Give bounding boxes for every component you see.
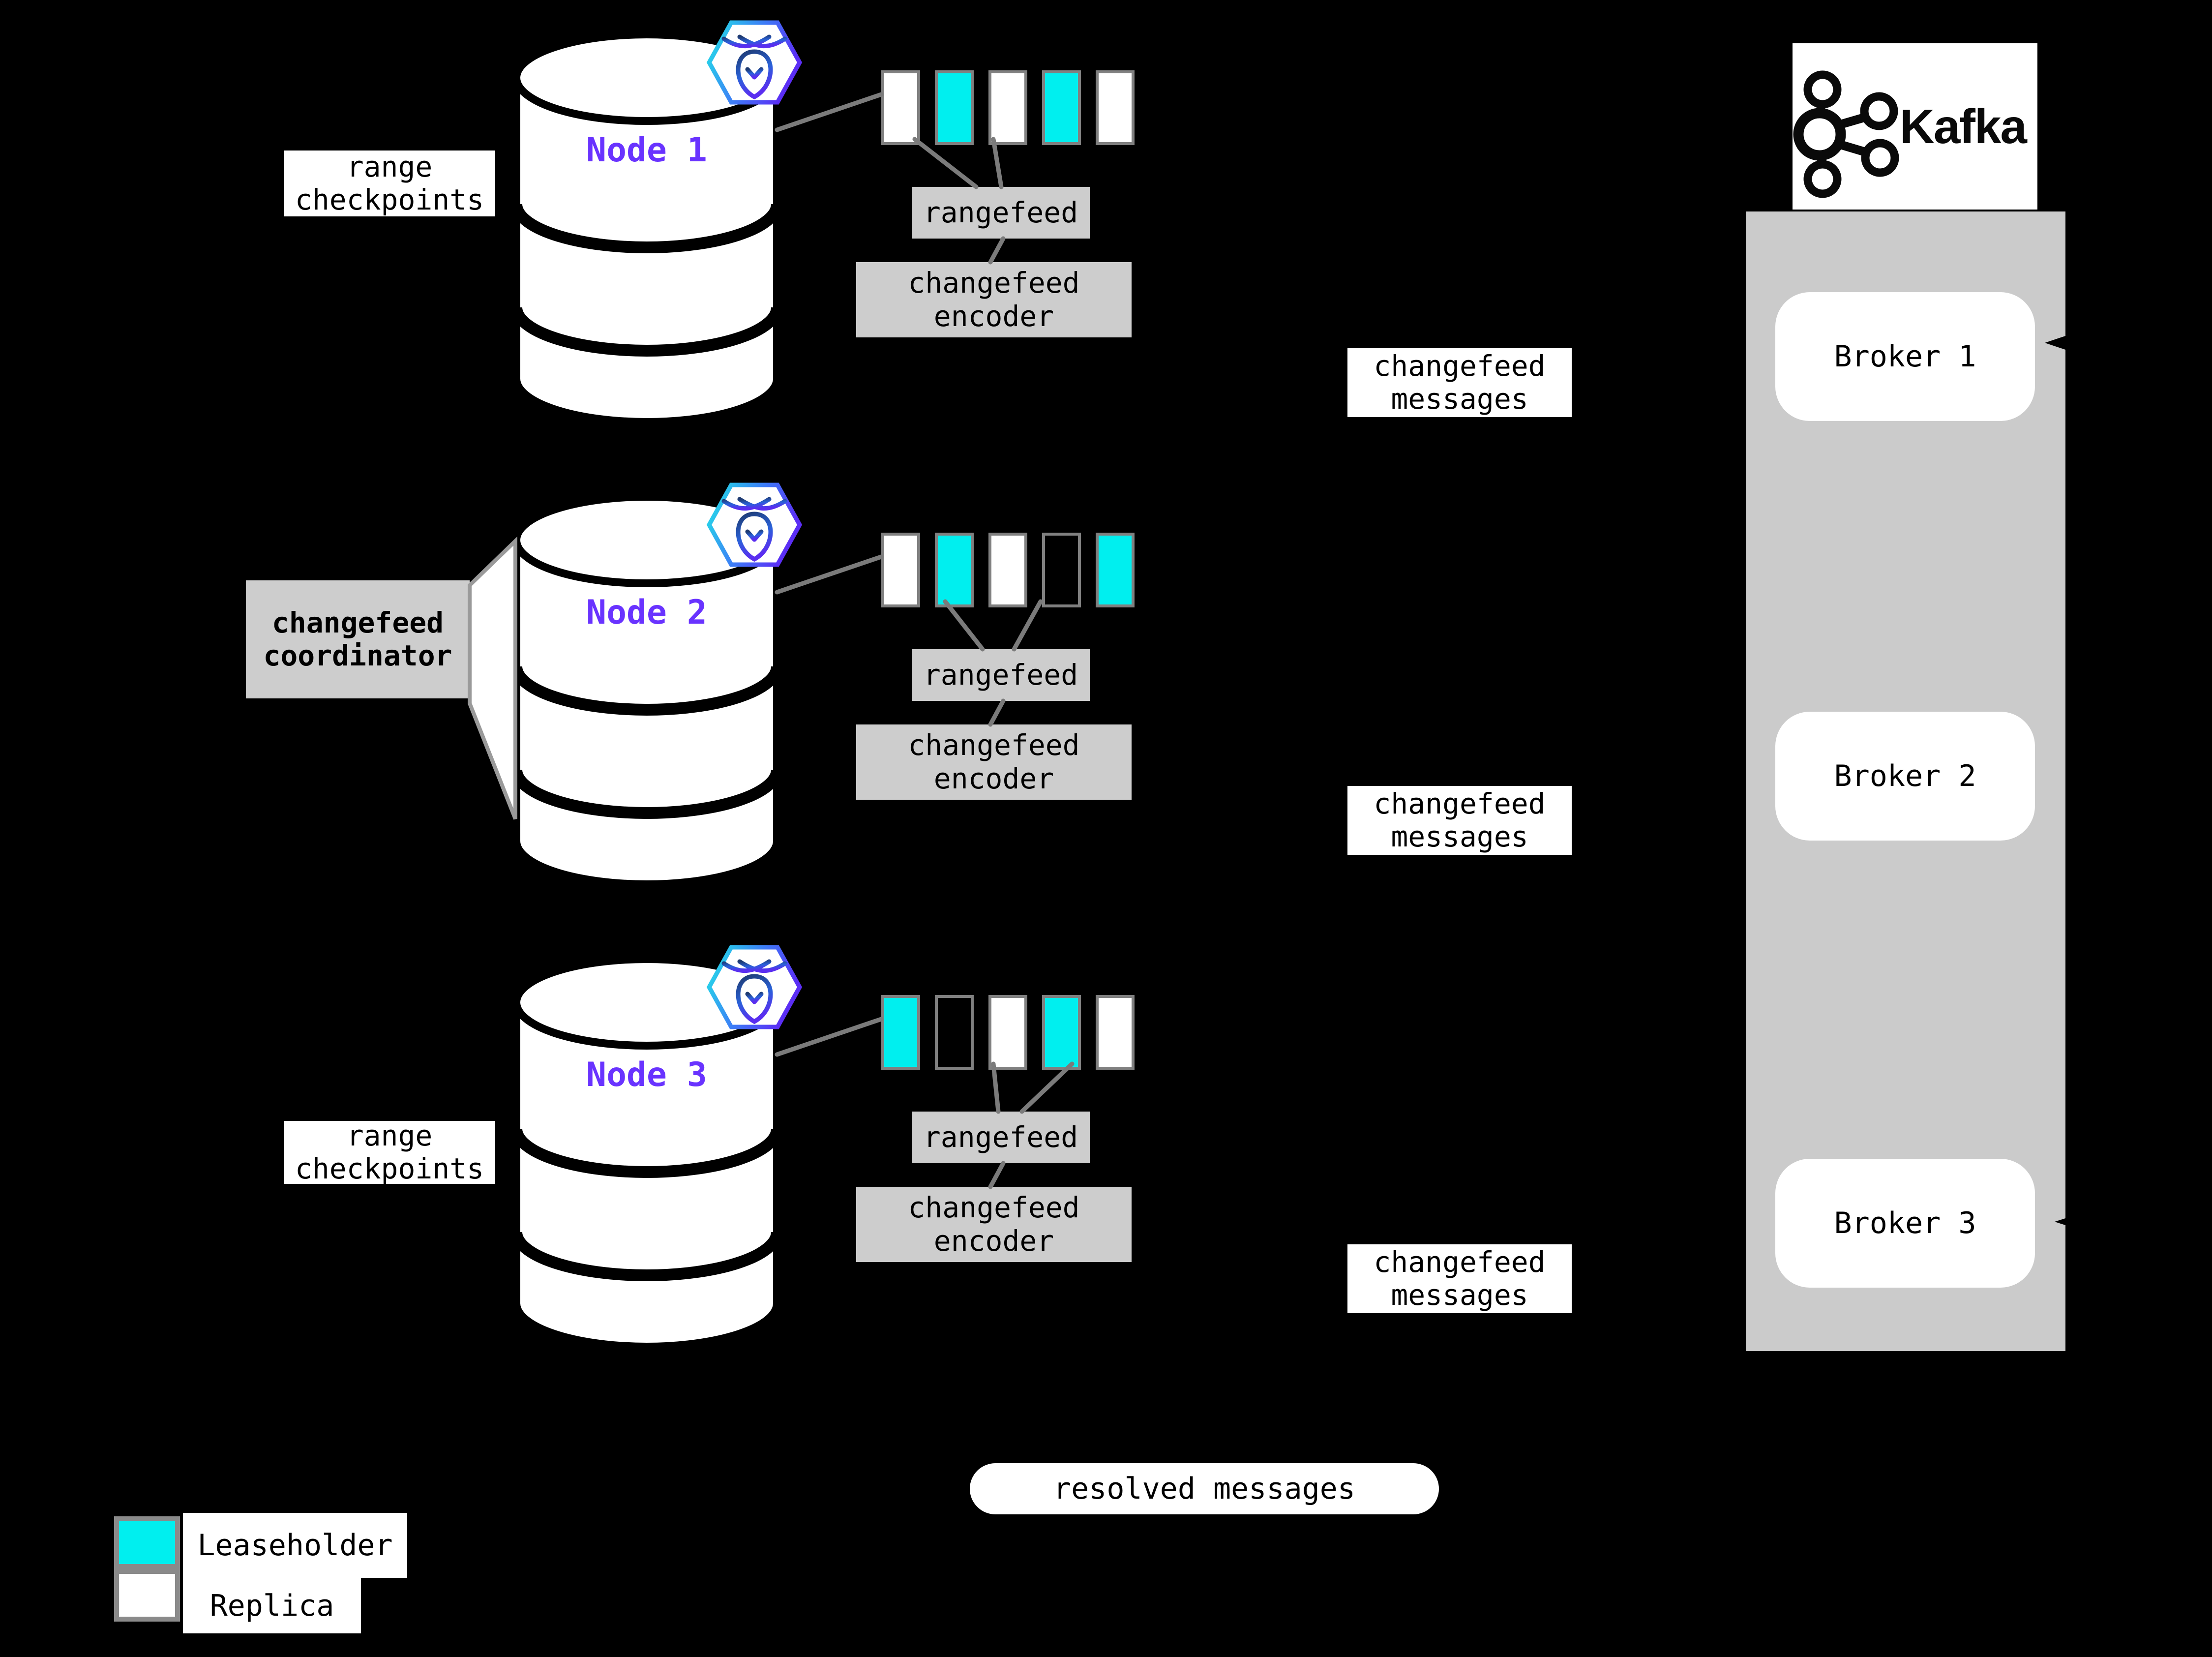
- node3-rangefeed-to-encoder-line: [988, 1161, 1006, 1189]
- node3-label: Node 3: [586, 1055, 707, 1094]
- label-line: changefeed: [1374, 1245, 1546, 1279]
- encoder-label-line: encoder: [933, 1224, 1054, 1258]
- label-line: changefeed: [1374, 786, 1546, 820]
- rangefeed-label: rangefeed: [923, 195, 1078, 229]
- encoder-label-line: changefeed: [908, 266, 1080, 300]
- legend-leaseholder-label: Leaseholder: [183, 1513, 407, 1578]
- cockroachdb-icon-node3: [706, 945, 803, 1029]
- range-box: [881, 995, 920, 1070]
- legend-leaseholder-swatch: [114, 1516, 180, 1569]
- node2-rangefeed-to-encoder-line: [988, 698, 1006, 727]
- encoder-label-line: changefeed: [908, 1191, 1080, 1225]
- node1-database-cylinder: Node 1: [510, 30, 783, 426]
- range-box: [988, 70, 1027, 145]
- range-box: [1042, 533, 1081, 607]
- changefeed-coordinator-label: changefeed coordinator: [246, 580, 470, 698]
- node2-rangefeed-box: rangefeed: [912, 649, 1090, 701]
- changefeed-messages-label-1: changefeed messages: [1347, 348, 1572, 417]
- coordinator-callout-flap: [468, 536, 517, 820]
- label-line: checkpoints: [295, 1152, 484, 1185]
- node3-database-cylinder: Node 3: [510, 955, 783, 1351]
- node3-to-range-line: [775, 1017, 884, 1057]
- range-box: [1042, 70, 1081, 145]
- legend-replica-label: Replica: [183, 1578, 361, 1633]
- range-box: [935, 533, 974, 607]
- node2-range4-to-rangefeed-line: [1012, 599, 1043, 652]
- encoder-label-line: changefeed: [908, 728, 1080, 762]
- label-line: coordinator: [263, 639, 452, 672]
- range-box: [1096, 70, 1135, 145]
- node2-range2-to-rangefeed-line: [943, 599, 985, 652]
- cockroachdb-icon-node1: [706, 20, 803, 105]
- node1-range3-to-rangefeed-line: [991, 137, 1004, 189]
- label-line: messages: [1391, 1278, 1528, 1312]
- range-box: [935, 70, 974, 145]
- rangefeed-label: rangefeed: [923, 1120, 1078, 1154]
- node1-rangefeed-box: rangefeed: [912, 187, 1090, 239]
- label-line: messages: [1391, 820, 1528, 853]
- node1-label: Node 1: [586, 131, 707, 170]
- range-box: [988, 533, 1027, 607]
- node3-range-strip: [881, 995, 1135, 1070]
- encoder-label-line: encoder: [933, 299, 1054, 333]
- range-box: [935, 995, 974, 1070]
- range-checkpoints-label-bottom: range checkpoints: [284, 1118, 495, 1185]
- label-line: changefeed: [271, 605, 444, 639]
- node2-range-strip: [881, 533, 1135, 607]
- node1-rangefeed-to-encoder-line: [988, 236, 1006, 265]
- range-box: [881, 533, 920, 607]
- label-line: range: [346, 1118, 433, 1152]
- node1-to-range-line: [775, 92, 884, 132]
- range-checkpoints-label-top: range checkpoints: [284, 150, 495, 216]
- kafka-broker-3: Broker 3: [1775, 1159, 2035, 1288]
- changefeed-messages-label-2: changefeed messages: [1347, 786, 1572, 855]
- range-box: [988, 995, 1027, 1070]
- node3-changefeed-encoder-box: changefeed encoder: [856, 1187, 1132, 1262]
- label-line: checkpoints: [295, 183, 484, 216]
- node1-changefeed-encoder-box: changefeed encoder: [856, 262, 1132, 337]
- range-box: [1096, 533, 1135, 607]
- node1-range-strip: [881, 70, 1135, 145]
- legend-replica-swatch: [114, 1569, 180, 1622]
- node1-range1-to-rangefeed-line: [912, 137, 979, 189]
- kafka-logo-box: Kafka: [1793, 43, 2037, 210]
- label-line: messages: [1391, 382, 1528, 416]
- changefeed-messages-label-3: changefeed messages: [1347, 1244, 1572, 1313]
- kafka-broker-2: Broker 2: [1775, 712, 2035, 841]
- node2-label: Node 2: [586, 593, 707, 632]
- label-line: range: [346, 150, 433, 183]
- range-box: [1096, 995, 1135, 1070]
- kafka-broker-1: Broker 1: [1775, 292, 2035, 421]
- range-box: [1042, 995, 1081, 1070]
- node3-range5-to-rangefeed-line: [1019, 1061, 1075, 1114]
- resolved-messages-pill: resolved messages: [970, 1463, 1439, 1514]
- encoder-label-line: encoder: [933, 761, 1054, 795]
- label-line: changefeed: [1374, 349, 1546, 383]
- range-box: [881, 70, 920, 145]
- node2-database-cylinder: Node 2: [510, 493, 783, 888]
- rangefeed-label: rangefeed: [923, 658, 1078, 692]
- node3-rangefeed-box: rangefeed: [912, 1112, 1090, 1163]
- node2-to-range-line: [775, 554, 884, 595]
- cockroachdb-icon-node2: [706, 482, 803, 567]
- node2-changefeed-encoder-box: changefeed encoder: [856, 724, 1132, 800]
- node3-range3-to-rangefeed-line: [991, 1061, 1001, 1114]
- kafka-logo-text: Kafka: [1900, 99, 2027, 153]
